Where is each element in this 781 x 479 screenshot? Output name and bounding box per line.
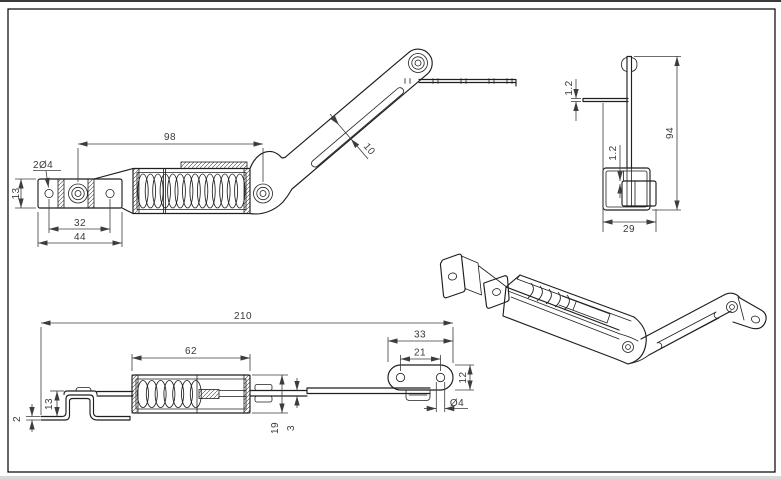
view-isometric xyxy=(439,253,767,365)
rivet-top xyxy=(408,53,428,73)
crimp-band xyxy=(87,178,95,209)
arm-edge-upper xyxy=(284,51,410,158)
view-flat-position: 210 62 33 21 12 xyxy=(12,311,474,434)
iso-bracket-bend xyxy=(461,255,509,296)
taper-top xyxy=(93,167,134,180)
flat-housing xyxy=(131,374,251,414)
dim-hole-pitch-32: 32 xyxy=(48,199,111,233)
iso-end-hole xyxy=(751,315,760,324)
dim-bracket-13: 13 xyxy=(44,390,64,417)
dim-overall-210: 210 xyxy=(40,311,454,415)
dim-plate-height-12: 12 xyxy=(455,364,474,391)
spring-housing xyxy=(132,167,251,215)
plate-hole xyxy=(105,188,115,198)
window-top-edge xyxy=(0,0,781,2)
window-bottom-edge xyxy=(0,476,781,479)
mount-plate xyxy=(37,178,123,209)
flat-coil-spring xyxy=(137,380,202,408)
dim-text-2d4: 2Ø4 xyxy=(33,160,53,171)
sheet-border xyxy=(7,8,776,473)
flat-clip xyxy=(254,384,273,403)
end-strap xyxy=(621,55,638,207)
rivet-arm-pivot xyxy=(253,183,273,204)
dim-text-19: 19 xyxy=(270,422,281,434)
dim-hole-dia-d4: Ø4 xyxy=(424,382,468,412)
coil-spring xyxy=(137,173,246,209)
arm-top-lug xyxy=(408,48,433,75)
dim-text-12: 12 xyxy=(458,372,469,384)
arm-edge-lower xyxy=(291,73,428,190)
view-open-position: 98 2Ø4 13 32 44 xyxy=(11,48,517,247)
dim-housing-19: 19 xyxy=(252,374,288,434)
dim-text-12-inner: 1.2 xyxy=(608,145,619,160)
dim-text-33: 33 xyxy=(414,330,426,341)
dim-text-d4: Ø4 xyxy=(450,398,464,409)
dim-plate-33: 33 xyxy=(387,330,453,362)
dim-text-21: 21 xyxy=(414,348,426,359)
dim-width-29: 29 xyxy=(602,103,657,235)
dim-text-62: 62 xyxy=(185,346,197,357)
flat-rod-hatched xyxy=(198,389,220,399)
housing-cap-left xyxy=(132,168,140,214)
dim-plate-width-44: 44 xyxy=(37,212,123,247)
dim-text-32: 32 xyxy=(74,218,86,229)
rivet-left xyxy=(68,183,88,204)
crimp-band xyxy=(57,178,65,209)
dim-text-29: 29 xyxy=(623,224,635,235)
dim-text-13: 13 xyxy=(11,188,22,200)
flat-rod-left xyxy=(96,390,134,397)
dim-pitch-21: 21 xyxy=(400,348,441,371)
dim-rod-3: 3 xyxy=(286,378,300,431)
dim-text-10: 10 xyxy=(361,141,377,157)
flat-end-plate xyxy=(387,364,454,401)
iso-rivet-housing xyxy=(622,341,634,353)
iso-arm xyxy=(640,292,767,356)
dim-top-thickness-12: 1.2 xyxy=(564,79,581,121)
dim-text-12-top: 1.2 xyxy=(564,80,575,95)
flat-arm-bar xyxy=(306,387,431,395)
housing-top-tab xyxy=(180,161,248,169)
end-housing xyxy=(602,167,657,211)
arm-neck-bottom xyxy=(249,188,293,215)
iso-slide-plate xyxy=(558,295,611,324)
iso-housing xyxy=(502,274,650,365)
dim-thickness-2: 2 xyxy=(12,404,40,432)
dim-holes-2xd4: 2Ø4 xyxy=(33,160,61,188)
arm-neck-top xyxy=(249,150,286,170)
iso-coil-spring xyxy=(527,282,570,311)
dim-text-13b: 13 xyxy=(44,398,55,410)
dim-text-98: 98 xyxy=(164,132,176,143)
dim-text-2: 2 xyxy=(12,416,23,422)
iso-small-tab xyxy=(483,275,510,309)
end-plate-edge xyxy=(582,97,629,103)
flat-bracket xyxy=(40,387,131,421)
arm-slot xyxy=(311,87,404,168)
iso-small-tab-hole xyxy=(492,288,501,296)
dim-text-94: 94 xyxy=(665,127,676,139)
view-end: 1.2 1.2 94 29 xyxy=(564,55,681,235)
dim-text-210: 210 xyxy=(234,311,252,322)
flat-rod-inside xyxy=(218,390,247,397)
iso-l-bracket xyxy=(439,253,466,299)
dim-span-98: 98 xyxy=(77,132,264,182)
dim-text-3: 3 xyxy=(286,425,297,431)
iso-bracket-hole xyxy=(447,272,458,281)
dim-plate-height-13: 13 xyxy=(11,178,36,209)
dim-inner-thickness-12: 1.2 xyxy=(608,145,623,198)
flat-rod-right xyxy=(249,389,308,397)
plate-hole xyxy=(44,188,54,198)
dim-height-94: 94 xyxy=(634,56,681,211)
top-plate-edge xyxy=(404,78,517,87)
taper-bottom xyxy=(121,207,134,215)
dim-spring-62: 62 xyxy=(131,346,251,371)
iso-rivet-arm xyxy=(726,301,738,313)
dim-text-44: 44 xyxy=(74,232,86,243)
